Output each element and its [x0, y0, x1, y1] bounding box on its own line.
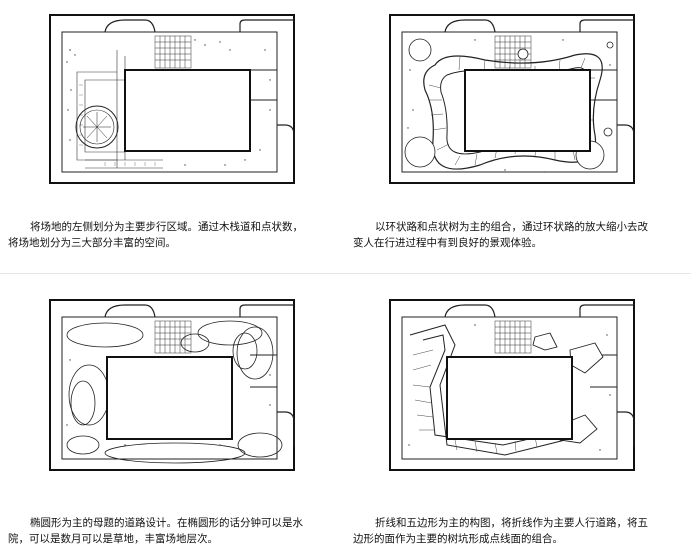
- paving-grid: [494, 320, 532, 354]
- site-plan-drawing-1: [49, 14, 295, 184]
- caption-line: 折线和五边形为主的构图，将折线作为主要人行道路，将五: [375, 517, 648, 529]
- site-plan-drawing-2: [389, 14, 635, 184]
- caption-line: 椭圆形为主的母题的道路设计。在椭圆形的话分钟可以是水: [30, 517, 303, 529]
- horizontal-divider: [0, 273, 691, 274]
- caption-polylines: 折线和五边形为主的构图，将折线作为主要人行道路，将五 边形的面作为主要的树坑形成…: [353, 515, 683, 547]
- caption-boardwalk: 将场地的左侧划分为主要步行区域。通过木栈道和点状数， 将场地划分为三大部分丰富的…: [8, 219, 338, 251]
- round-tree: [75, 105, 119, 149]
- plan-panel-polylines: [385, 295, 645, 475]
- caption-line: 院，可以是数月可以是草地，丰富场地层次。: [8, 533, 218, 545]
- site-plan-drawing-4: [389, 299, 635, 471]
- caption-line: 将场地的左侧划分为主要步行区域。通过木栈道和点状数，: [30, 221, 303, 233]
- site-plan-drawing-3: [49, 299, 295, 471]
- caption-line: 变人在行进过程中有到良好的景观体验。: [353, 237, 542, 249]
- plan-panel-ring-path: [385, 10, 645, 188]
- paving-grid: [154, 35, 192, 69]
- caption-line: 以环状路和点状树为主的组合，通过环状路的放大缩小去改: [375, 221, 648, 233]
- caption-line: 将场地划分为三大部分丰富的空间。: [8, 237, 176, 249]
- caption-ellipses: 椭圆形为主的母题的道路设计。在椭圆形的话分钟可以是水 院，可以是数月可以是草地，…: [8, 515, 338, 547]
- plan-panel-boardwalk: [45, 10, 305, 188]
- caption-ring-path: 以环状路和点状树为主的组合，通过环状路的放大缩小去改 变人在行进过程中有到良好的…: [353, 219, 683, 251]
- paving-grid: [154, 320, 192, 354]
- caption-line: 边形的面作为主要的树坑形成点线面的组合。: [353, 533, 563, 545]
- plan-panel-ellipses: [45, 295, 305, 475]
